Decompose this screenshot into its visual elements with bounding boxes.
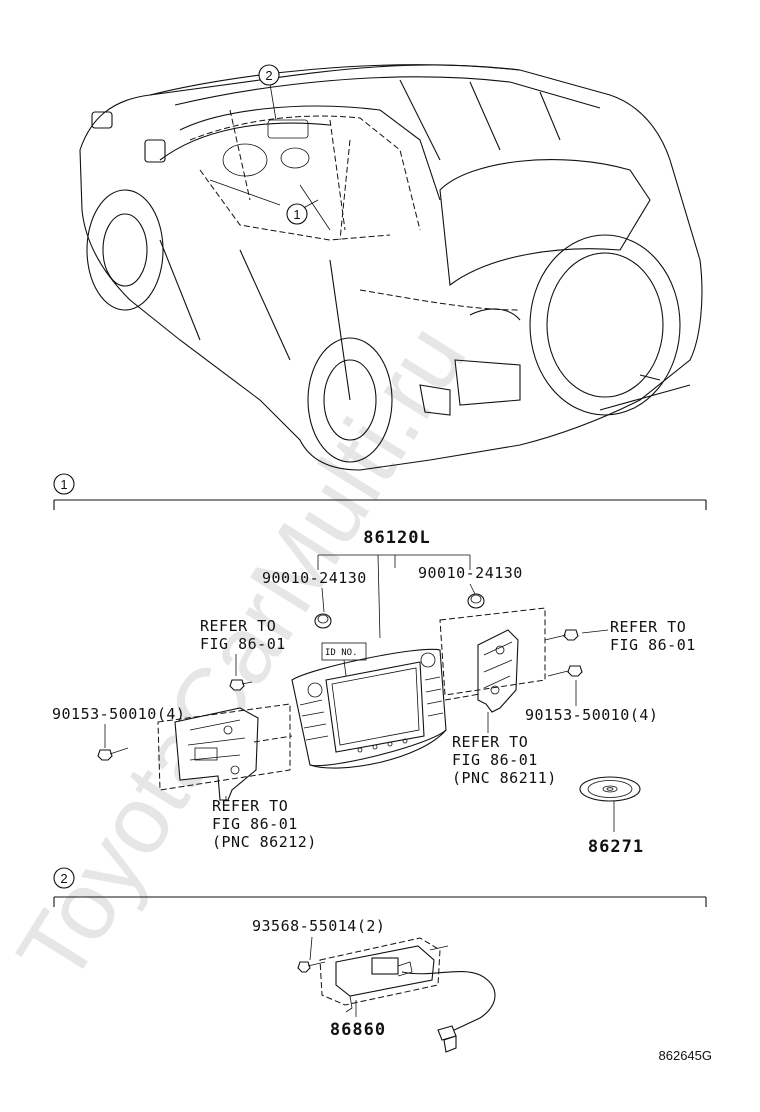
bolt-right-upper — [544, 629, 579, 641]
overview-callout-2: 2 — [258, 64, 280, 86]
bolt-left-lower — [97, 747, 129, 761]
screw-90010-left — [314, 613, 332, 629]
part-86120l-label: 86120L — [363, 528, 430, 548]
bolt-label-left: 90153-50010(4) — [52, 705, 185, 723]
bracket-left — [174, 707, 259, 801]
id-plate-label: ID NO. — [325, 648, 358, 658]
section-2-marker: 2 — [53, 867, 75, 889]
module-86860 — [319, 937, 496, 1053]
part-86860-label: 86860 — [330, 1020, 386, 1040]
screw-90010-right — [467, 593, 485, 609]
vehicle-illustration — [79, 64, 703, 471]
figure-code: 862645G — [659, 1048, 713, 1063]
screw-93568 — [297, 961, 326, 973]
screw-93568-label: 93568-55014(2) — [252, 917, 385, 935]
screw-label-right: 90010-24130 — [418, 564, 523, 582]
refer-lower-right-line2: FIG 86-01 — [452, 751, 538, 769]
refer-lower-left-line3: (PNC 86212) — [212, 833, 317, 851]
refer-upper-left-line2: FIG 86-01 — [200, 635, 286, 653]
refer-upper-left-line1: REFER TO — [200, 617, 276, 635]
refer-lower-left-line1: REFER TO — [212, 797, 288, 815]
svg-text:2: 2 — [265, 68, 272, 83]
overview-callout-1: 1 — [286, 203, 308, 225]
refer-lower-left-line2: FIG 86-01 — [212, 815, 298, 833]
map-disc — [579, 776, 641, 802]
screw-label-left: 90010-24130 — [262, 569, 367, 587]
refer-upper-right-line1: REFER TO — [610, 618, 686, 636]
section-1-marker: 1 — [53, 473, 75, 495]
svg-text:1: 1 — [60, 477, 67, 492]
bracket-right — [477, 629, 519, 713]
refer-upper-right-line2: FIG 86-01 — [610, 636, 696, 654]
svg-text:1: 1 — [293, 207, 300, 222]
bolt-label-right: 90153-50010(4) — [525, 706, 658, 724]
svg-text:2: 2 — [60, 871, 67, 886]
navigation-head-unit — [291, 648, 447, 769]
bolt-left-upper — [229, 679, 253, 691]
refer-lower-right-line1: REFER TO — [452, 733, 528, 751]
bolt-right-lower — [547, 665, 583, 677]
refer-lower-right-line3: (PNC 86211) — [452, 769, 557, 787]
part-86271-label: 86271 — [588, 837, 644, 857]
